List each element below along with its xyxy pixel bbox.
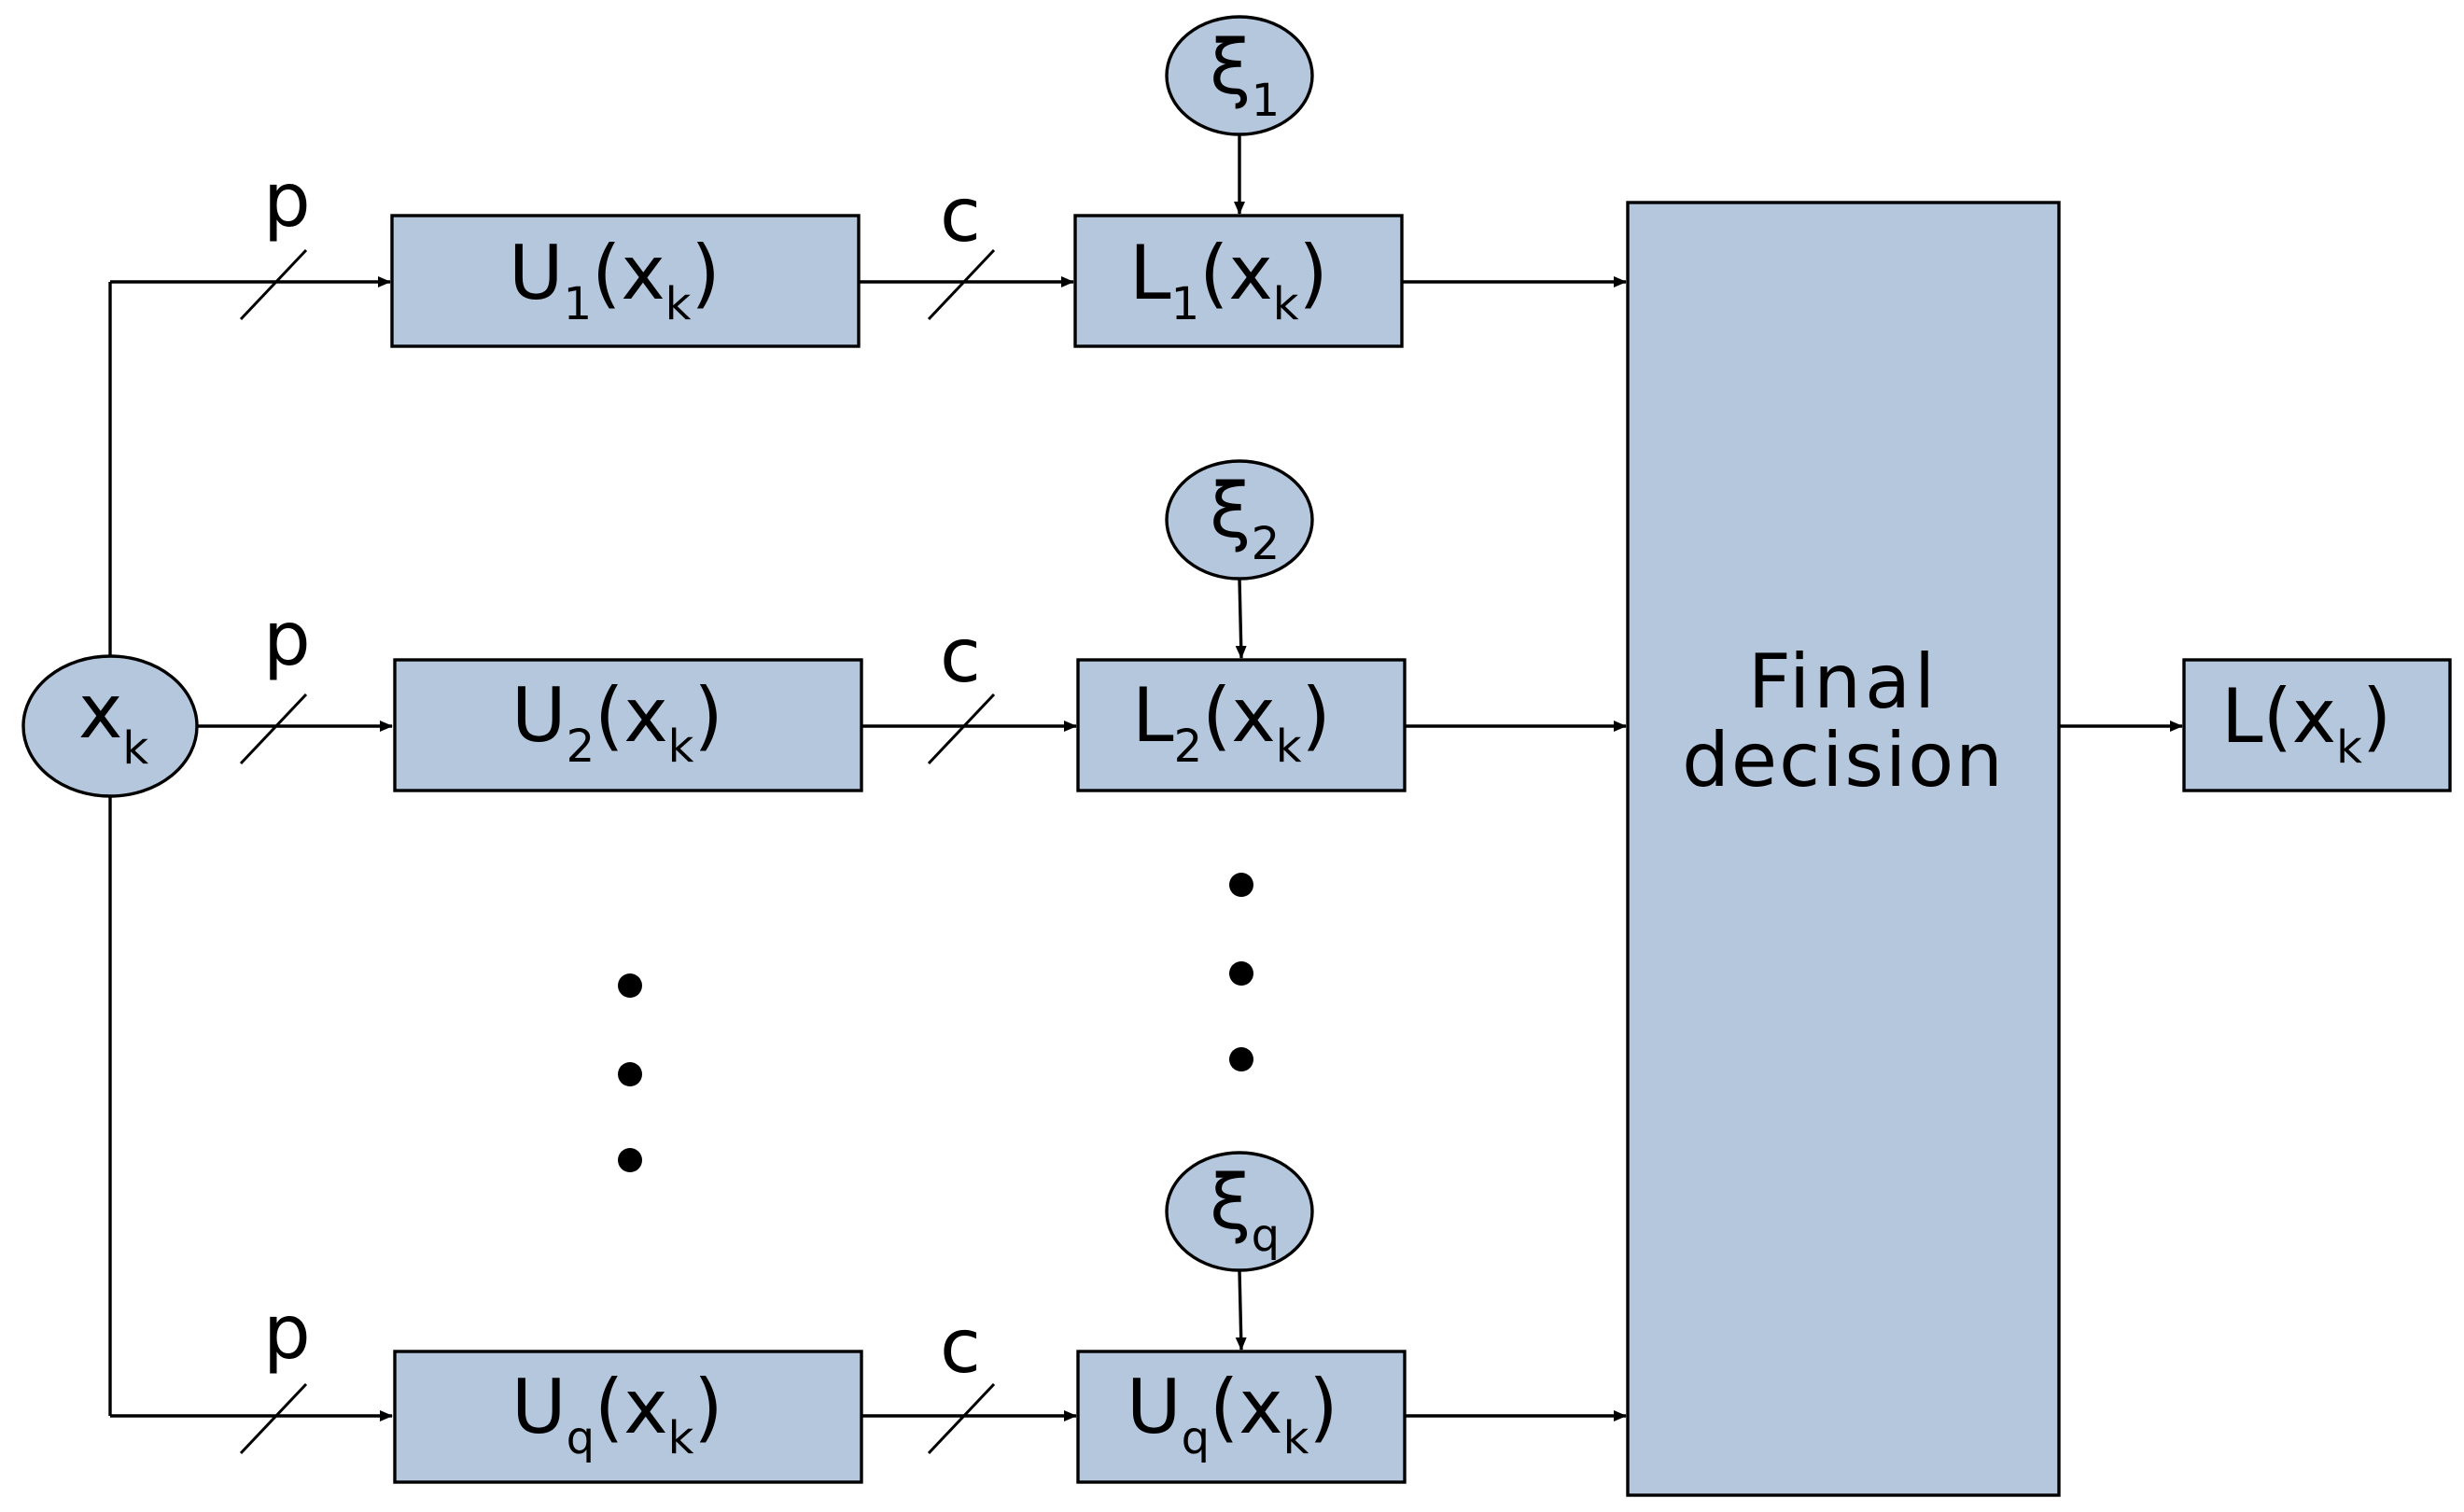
row-q-xi-label: ξq	[1210, 1159, 1280, 1262]
row-q-p-label: p	[263, 1289, 311, 1376]
row-q-c-slash	[927, 1382, 996, 1455]
input-subscript: k	[122, 722, 148, 775]
output-block: L(xk)	[2182, 658, 2452, 792]
row-q-p-slash	[239, 1382, 308, 1455]
row-2-p-slash	[239, 693, 308, 765]
row-2-l-label: L2(xk)	[1132, 672, 1331, 773]
row-2-xi-arrow	[1235, 578, 1247, 659]
row-q-c-label: c	[940, 1303, 981, 1390]
row-2-c-label: c	[940, 612, 981, 699]
row-1-p-label: p	[263, 157, 311, 244]
row-2-u-label: U2(xk)	[511, 672, 723, 773]
row-1-p-slash	[239, 248, 308, 321]
ellipsis-right	[1229, 873, 1253, 1071]
row-q-u-label: Uq(xk)	[511, 1364, 723, 1464]
row-1-c-label: c	[940, 172, 981, 259]
row-q-u-block	[393, 1350, 863, 1484]
row-1: p U1(xk) c L1(xk) ξ1	[110, 15, 1627, 348]
row-1-xi-label: ξ1	[1210, 24, 1280, 127]
row-2-c-slash	[927, 693, 996, 765]
row-1-c-slash	[927, 248, 996, 321]
row-2: p U2(xk) c L2(xk) ξ2	[197, 459, 1627, 792]
row-2-p-label: p	[263, 595, 311, 682]
row-q-l-label: Uq(xk)	[1127, 1364, 1338, 1464]
row-1-l-label: L1(xk)	[1129, 230, 1328, 330]
row-2-l-block	[1076, 658, 1407, 792]
final-decision-block: Final decision	[1626, 201, 2061, 1497]
row-2-u-block	[393, 658, 863, 792]
input-label: x	[78, 668, 122, 755]
final-decision-line-2: decision	[1682, 717, 2005, 804]
row-1-u-label: U1(xk)	[509, 230, 721, 330]
input-node: xk	[21, 654, 199, 798]
row-q-l-block	[1076, 1350, 1407, 1484]
row-2-xi-label: ξ2	[1210, 468, 1280, 570]
final-decision-line-1: Final	[1748, 638, 1939, 725]
row-q-xi-arrow	[1235, 1269, 1247, 1351]
ellipsis-left	[618, 973, 642, 1172]
row-q: p Uq(xk) c Uq(xk) ξq	[110, 1151, 1627, 1484]
svg-text:xk: xk	[78, 668, 148, 775]
output-label: L(xk)	[2221, 673, 2391, 774]
row-1-u-block	[390, 214, 861, 348]
